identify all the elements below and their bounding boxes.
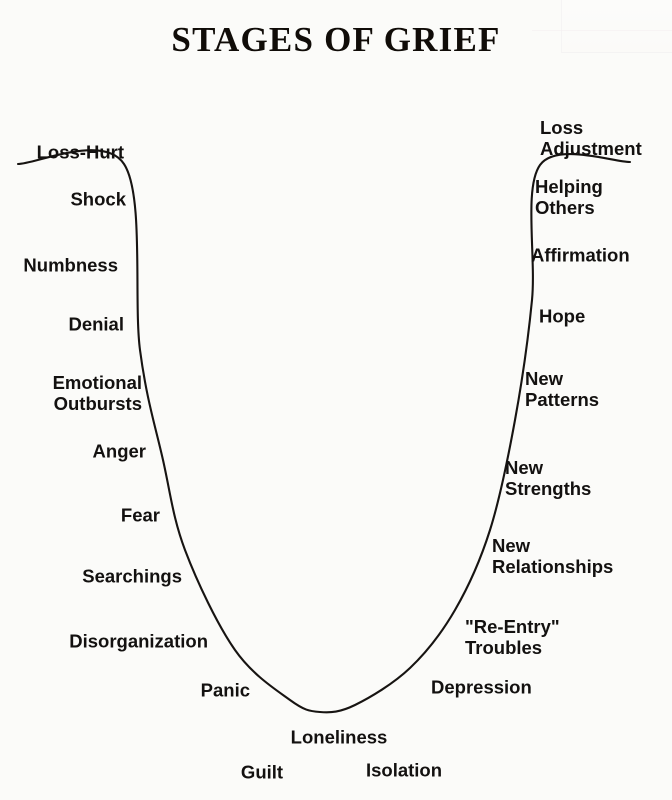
stage-label: Anger [92, 440, 146, 462]
page-title: STAGES OF GRIEF [171, 20, 501, 59]
stage-label: Denial [68, 313, 124, 335]
grief-curve-path [16, 149, 632, 714]
stage-label: Searchings [82, 565, 182, 587]
stage-label: Loss Adjustment [540, 117, 642, 159]
stage-label: Isolation [365, 759, 443, 781]
stage-label: Panic [200, 679, 250, 701]
stage-label: Hope [539, 305, 586, 327]
stage-label: New Patterns [525, 368, 600, 410]
stage-label: New Strengths [505, 457, 592, 499]
stage-label: Emotional Outbursts [52, 372, 142, 414]
stage-label: Fear [120, 504, 160, 526]
stage-label: "Re-Entry" Troubles [465, 616, 560, 658]
stage-label: Shock [70, 188, 126, 210]
stage-label: Helping Others [535, 176, 603, 218]
stage-label: Disorganization [69, 630, 208, 652]
stage-label: Loss-Hurt [36, 141, 124, 163]
stage-label: Numbness [23, 254, 118, 276]
stage-label: Affirmation [531, 244, 630, 266]
stage-label: Depression [431, 676, 532, 698]
stage-label: New Relationships [492, 535, 614, 577]
stage-label: Loneliness [290, 726, 388, 748]
stage-label: Guilt [240, 761, 284, 783]
